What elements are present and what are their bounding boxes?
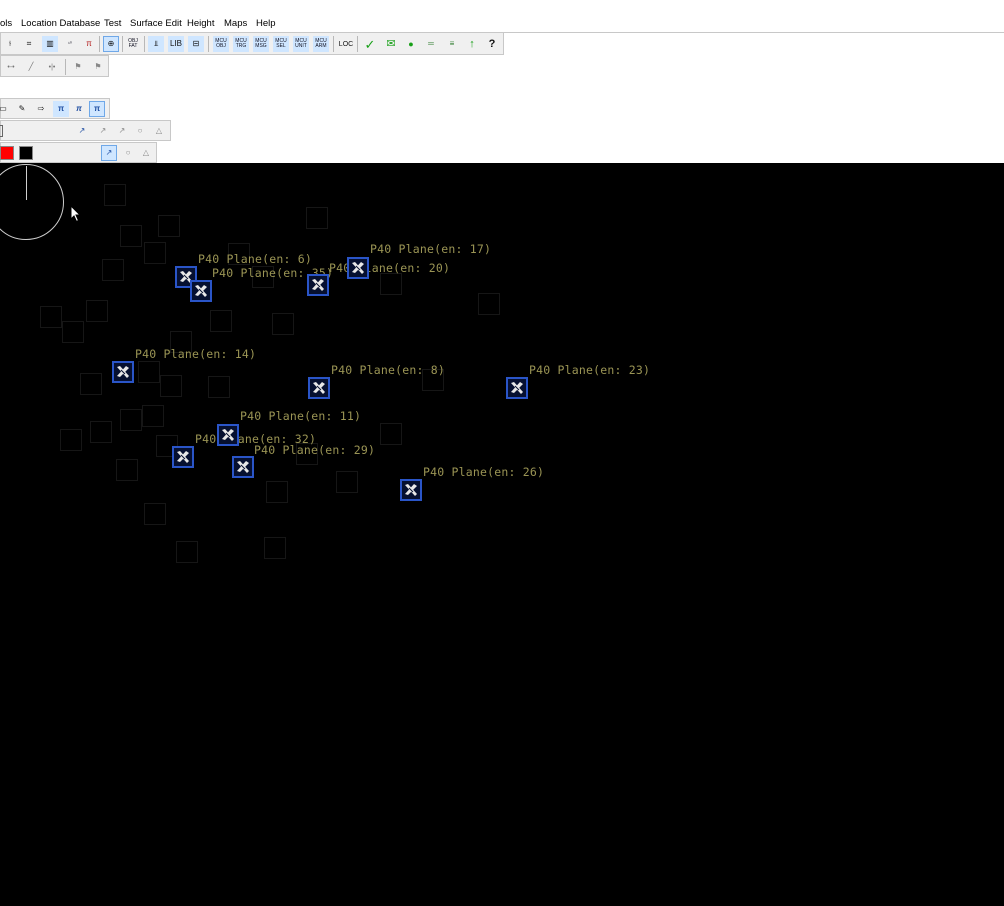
menu-surface-edit[interactable]: Surface Edit <box>130 18 182 29</box>
grp-icon[interactable]: π <box>86 39 92 48</box>
plane-icon[interactable] <box>232 456 254 478</box>
plane-icon[interactable] <box>308 377 330 399</box>
menu-tools[interactable]: ols <box>0 18 13 29</box>
plane-label: P40 Plane(en: 6) <box>198 252 312 266</box>
drop-icon[interactable]: ○ <box>137 126 143 135</box>
toolbar-grip <box>0 125 3 137</box>
plane-icon[interactable] <box>172 446 194 468</box>
rect-icon[interactable]: ▭ <box>0 104 7 113</box>
plane-label: P40 Plane(en: 35) <box>212 266 334 280</box>
plane-label: P40 Plane(en: 29) <box>254 443 376 457</box>
main-toolbar: ⫮ ⌗ ▥ ¹⁰ π ⊕ OBJ FAT ⫫ LIB ⊟ MCU OBJ MCU… <box>0 32 504 55</box>
menu-height[interactable]: Height <box>187 18 215 29</box>
arrow-right-icon[interactable]: ⇨ <box>37 104 45 113</box>
menu-bar: ols Location Database Test Surface Edit … <box>0 0 1004 33</box>
grid-icon[interactable]: ⌗ <box>26 39 32 48</box>
primary-color-swatch[interactable] <box>0 146 14 160</box>
pi-icon[interactable]: π <box>76 104 82 113</box>
loc-icon[interactable]: LOC <box>338 40 354 48</box>
mcu-obj-icon[interactable]: MCU OBJ <box>213 36 229 52</box>
arrows-icon[interactable]: ⫮ <box>8 39 12 48</box>
height-triangle-icon[interactable]: △ <box>142 148 150 157</box>
view-direction-needle <box>26 166 27 200</box>
check-icon[interactable]: ✓ <box>364 36 376 52</box>
plane-icon[interactable] <box>190 280 212 302</box>
plane-icon[interactable] <box>400 479 422 501</box>
view-direction-circle <box>0 164 64 240</box>
plane-icon[interactable] <box>347 257 369 279</box>
menu-help[interactable]: Help <box>256 18 276 29</box>
help-icon[interactable]: ? <box>488 37 496 50</box>
pi-edit-icon[interactable]: π <box>53 101 69 117</box>
plane-icon[interactable] <box>307 274 329 296</box>
surface-grey2-icon[interactable]: ↗ <box>118 126 126 135</box>
filter-icon[interactable]: ⫫ <box>148 36 164 52</box>
path-icon[interactable]: •-• <box>7 63 15 71</box>
menu-location-database[interactable]: Location Database <box>21 18 101 29</box>
plane-label: P40 Plane(en: 26) <box>423 465 545 479</box>
plane-label: P40 Plane(en: 23) <box>529 363 651 377</box>
secondary-color-swatch[interactable] <box>19 146 33 160</box>
dot-icon[interactable]: ● <box>408 38 414 49</box>
mcu-trg-icon[interactable]: MCU TRG <box>233 36 249 52</box>
mcu-unit-icon[interactable]: MCU UNIT <box>293 36 309 52</box>
panel-icon[interactable]: ▥ <box>42 36 58 52</box>
surface-toolbar: ↗ ↗ ↗ ○ △ <box>0 120 171 141</box>
terrain-height-icon[interactable]: ≡ <box>449 39 455 48</box>
message-icon[interactable]: ✉ <box>386 37 396 50</box>
info-icon[interactable]: ⊕ <box>103 36 119 52</box>
height-toolbar: ↗ ○ △ <box>0 142 157 163</box>
menu-maps[interactable]: Maps <box>224 18 248 29</box>
mcu-msg-icon[interactable]: MCU MSG <box>253 36 269 52</box>
plane-label: P40 Plane(en: 8) <box>331 363 445 377</box>
library-icon[interactable]: ⊟ <box>188 36 204 52</box>
plane-label: P40 Plane(en: 14) <box>135 347 257 361</box>
pencil-icon[interactable]: ✎ <box>18 104 26 113</box>
plane-icon[interactable] <box>506 377 528 399</box>
pi-box-icon[interactable]: π <box>89 101 105 117</box>
plane-icon[interactable] <box>217 424 239 446</box>
terrain-icon[interactable]: ═ <box>428 39 434 48</box>
map-canvas[interactable] <box>0 163 1004 906</box>
height-tool-icon[interactable]: ↗ <box>101 145 117 161</box>
mcu-sel-icon[interactable]: MCU SEL <box>273 36 289 52</box>
plane-label: P40 Plane(en: 11) <box>240 409 362 423</box>
path-toolbar: •-• ╱ •|• ⚑ ⚑ <box>0 55 109 77</box>
node-icon[interactable]: •|• <box>48 63 56 71</box>
mouse-cursor-icon <box>70 205 82 223</box>
curve-icon[interactable]: ╱ <box>28 62 34 71</box>
plane-icon[interactable] <box>112 361 134 383</box>
plane-label: P40 Plane(en: 17) <box>370 242 492 256</box>
table-icon[interactable]: ¹⁰ <box>68 40 72 47</box>
height-drop-icon[interactable]: ○ <box>125 148 131 157</box>
surface-tool-icon[interactable]: ↗ <box>78 126 86 135</box>
mcu-arm-icon[interactable]: MCU ARM <box>313 36 329 52</box>
triangle-icon[interactable]: △ <box>155 126 163 135</box>
lib-icon[interactable]: LIB <box>168 36 184 52</box>
obj-fat-icon[interactable]: OBJ FAT <box>128 38 138 49</box>
surface-grey-icon[interactable]: ↗ <box>99 126 107 135</box>
menu-test[interactable]: Test <box>104 18 122 29</box>
draw-toolbar: ▭ ✎ ⇨ π π π <box>0 98 110 119</box>
stamp-icon[interactable]: ⚑ <box>74 62 82 71</box>
arrow-up-icon[interactable]: ↑ <box>469 37 475 50</box>
stamp2-icon[interactable]: ⚑ <box>94 62 102 71</box>
